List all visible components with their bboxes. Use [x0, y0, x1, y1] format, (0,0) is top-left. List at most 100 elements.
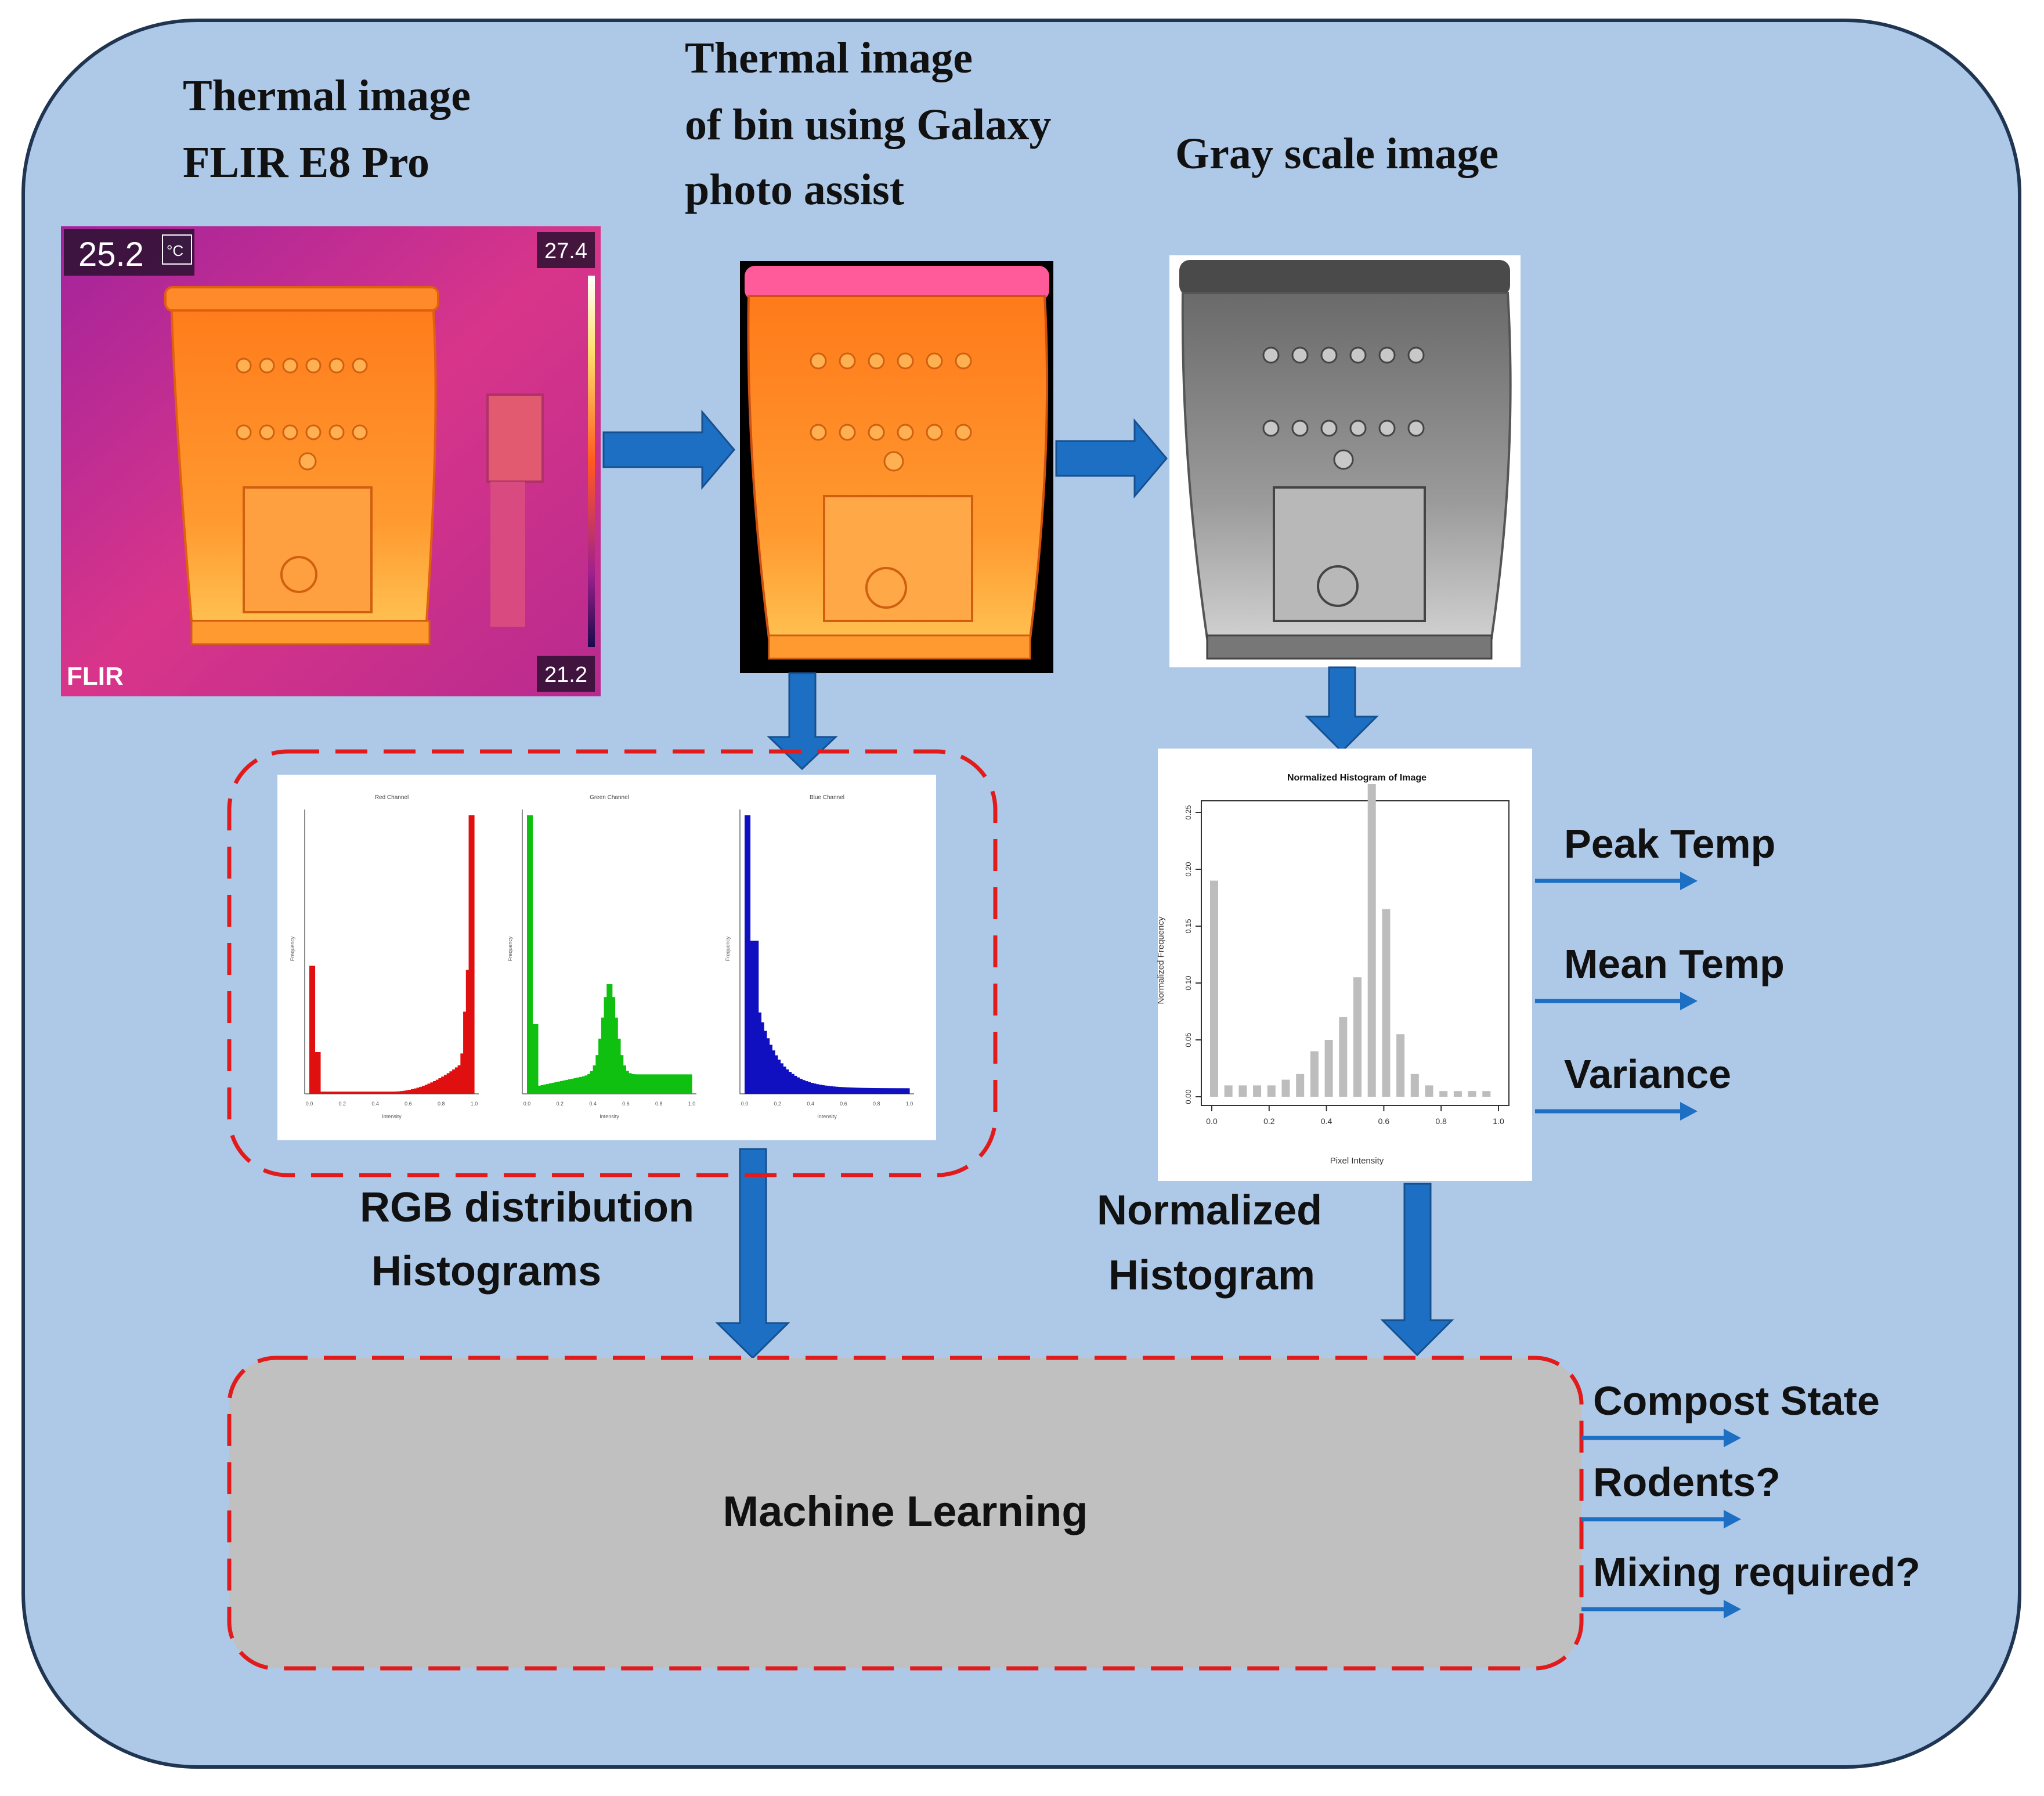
rgb-hist-bar [835, 1086, 839, 1094]
rgb-hist-bar [400, 1091, 403, 1094]
norm-chart-frame [1201, 800, 1509, 1106]
rgb-hist-bar [664, 1074, 667, 1094]
norm-hist-bar [1310, 1051, 1319, 1097]
rgb-hist-bar [753, 941, 756, 1094]
flir-temp-reading: 25.2 [78, 236, 144, 273]
norm-x-tick-label: 0.0 [1206, 1116, 1218, 1126]
label-rgb-hist-1: RGB distribution [360, 1184, 694, 1231]
rgb-hist-bar [546, 1083, 550, 1094]
rgb-hist-bar [681, 1074, 684, 1094]
rgb-hist-bar [320, 1092, 324, 1094]
normalized-histogram-chart: Normalized Histogram of Image Pixel Inte… [1156, 773, 1509, 1166]
normalized-histogram-panel [1158, 749, 1532, 1181]
rgb-hist-bar [758, 1012, 761, 1094]
norm-hist-bar [1296, 1074, 1305, 1097]
norm-x-tick-label: 1.0 [1493, 1116, 1504, 1126]
rgb-hist-bar [818, 1085, 822, 1094]
rgb-hist-bar [615, 1017, 618, 1094]
flir-color-scale [588, 276, 595, 647]
rgb-hist-bar [328, 1092, 332, 1094]
flir-unit: °C [167, 242, 183, 259]
rgb-hist-bar [837, 1087, 842, 1094]
rgb-hist-bar [659, 1074, 662, 1094]
rgb-hist-bar [351, 1092, 354, 1094]
rgb-hist-bar [862, 1087, 866, 1094]
rgb-hist-bar [901, 1088, 905, 1094]
rgb-hist-bar [471, 815, 475, 1094]
rgb-hist-bar [634, 1074, 637, 1094]
rgb-hist-bar [323, 1092, 326, 1094]
rgb-hist-bar [865, 1087, 869, 1094]
rgb-hist-bar [309, 966, 313, 1094]
rgb-hist-bar [452, 1069, 456, 1094]
rgb-hist-bar [565, 1079, 569, 1094]
rgb-hist-bar [764, 1031, 767, 1094]
rgb-hist-bar [535, 1024, 539, 1094]
rgb-hist-bar [802, 1080, 806, 1094]
rgb-hist-bar [807, 1082, 811, 1094]
rgb-hist-bar [766, 1038, 770, 1094]
norm-hist-bar [1468, 1091, 1476, 1097]
flir-logo: FLIR [67, 662, 124, 691]
arrow-galaxy-to-gray [1055, 418, 1168, 499]
rgb-hist-bar [761, 1022, 764, 1094]
rgb-hist-bar [821, 1085, 825, 1094]
rgb-hist-bar [871, 1087, 875, 1094]
rgb-hist-bar [446, 1073, 450, 1094]
rgb-hist-bar [620, 1055, 624, 1094]
rgb-hist-bar [345, 1092, 348, 1094]
flir-scale-min: 21.2 [544, 663, 587, 687]
rgb-hist-bar [810, 1083, 814, 1094]
rgb-hist-bar [651, 1074, 654, 1094]
rgb-y-axis-label: Frequency [507, 936, 513, 961]
norm-hist-bar [1238, 1085, 1247, 1097]
rgb-hist-bar [799, 1079, 803, 1094]
rgb-x-tick-label: 0.6 [405, 1101, 412, 1107]
rgb-hist-bar [656, 1074, 659, 1094]
rgb-hist-bar [846, 1087, 850, 1094]
rgb-hist-bar [813, 1083, 817, 1094]
rgb-hist-bar [640, 1074, 643, 1094]
rgb-x-axis-label: Intensity [600, 1114, 619, 1119]
ml-output-label: Compost State [1593, 1378, 1880, 1423]
rgb-hist-bar [775, 1055, 778, 1094]
rgb-hist-bar [342, 1092, 346, 1094]
rgb-hist-bar [435, 1079, 439, 1094]
galaxy-thermal-image [740, 261, 1053, 673]
machine-learning-box [227, 1356, 1584, 1671]
rgb-x-tick-label: 1.0 [688, 1101, 696, 1107]
norm-chart-title: Normalized Histogram of Image [1287, 773, 1427, 783]
flir-thermal-image: 25.2 °C 27.4 21.2 FLIR [61, 226, 601, 696]
norm-hist-bar [1425, 1085, 1433, 1097]
hist-output-label: Peak Temp [1564, 821, 1775, 866]
arrow-gray-to-hist [1305, 666, 1379, 753]
rgb-hist-bar [873, 1088, 877, 1094]
rgb-hist-bar [468, 815, 472, 1094]
hist-output-arrow-head [1680, 1102, 1698, 1121]
rgb-hist-bar [686, 1074, 689, 1094]
hist-output-arrow-head [1680, 872, 1698, 890]
rgb-hist-bar [598, 1038, 602, 1094]
rgb-hist-bar [626, 1071, 629, 1094]
rgb-hist-bar [397, 1091, 400, 1094]
norm-chart-ylabel: Normalized Frequency [1156, 916, 1166, 1004]
rgb-hist-bar [389, 1092, 392, 1094]
rgb-hist-bar [570, 1078, 575, 1094]
norm-hist-bar [1281, 1079, 1290, 1097]
rgb-x-tick-label: 1.0 [471, 1101, 478, 1107]
ml-output-arrow-head [1724, 1429, 1741, 1447]
rgb-hist-bar [364, 1092, 367, 1094]
hist-output-arrow-head [1680, 992, 1698, 1010]
hist-output-label: Mean Temp [1564, 941, 1785, 986]
rgb-hist-bar [609, 984, 613, 1094]
rgb-hist-bar [857, 1087, 861, 1094]
rgb-panel-title: Blue Channel [810, 794, 844, 801]
rgb-hist-bar [402, 1090, 406, 1094]
rgb-hist-bar [433, 1081, 436, 1094]
rgb-hist-bar [551, 1082, 555, 1094]
rgb-hist-bar [540, 1085, 544, 1094]
rgb-hist-bar [612, 997, 616, 1094]
rgb-hist-bar [449, 1071, 453, 1094]
rgb-hist-bar [595, 1055, 599, 1094]
